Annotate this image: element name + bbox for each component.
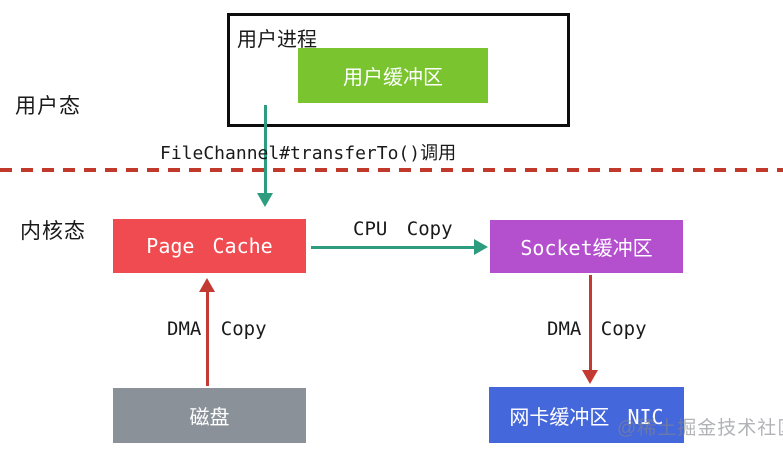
dma-copy-nic-label: DMA Copy — [547, 318, 647, 340]
syscall-label: FileChannel#transferTo()调用 — [160, 143, 457, 164]
user-buffer-label: 用户缓冲区 — [343, 67, 443, 89]
nic-buffer-label: 网卡缓冲区 NIC — [509, 404, 664, 429]
kernel-mode-label: 内核态 — [20, 220, 86, 243]
cpu-copy-label: CPU Copy — [353, 218, 453, 240]
disk-label: 磁盘 — [189, 407, 230, 429]
dma-copy-nic-arrow-line — [589, 275, 592, 371]
disk-node: 磁盘 — [113, 388, 306, 443]
socket-buffer-node: Socket缓冲区 — [490, 220, 683, 273]
dma-copy-nic-arrow-head-icon — [582, 370, 598, 384]
dma-copy-disk-arrow-head-icon — [199, 278, 215, 292]
user-process-label: 用户进程 — [237, 29, 317, 51]
page-cache-label: Page Cache — [146, 234, 273, 258]
user-process-box: 用户进程 — [227, 13, 570, 127]
socket-buffer-label: Socket缓冲区 — [520, 236, 653, 260]
syscall-arrow-head-icon — [257, 193, 273, 207]
dma-copy-disk-arrow-line — [206, 291, 209, 386]
page-cache-node: Page Cache — [113, 219, 306, 273]
dma-copy-disk-label: DMA Copy — [167, 318, 267, 340]
cpu-copy-arrow-line — [311, 246, 475, 249]
syscall-arrow-line — [264, 105, 267, 194]
watermark: @稀土掘金技术社区 — [617, 418, 783, 439]
cpu-copy-arrow-head-icon — [474, 239, 488, 255]
user-mode-label: 用户态 — [15, 95, 81, 118]
user-kernel-boundary-line — [0, 168, 783, 172]
user-buffer-node: 用户缓冲区 — [298, 48, 488, 103]
nic-buffer-node: 网卡缓冲区 NIC — [489, 387, 684, 443]
